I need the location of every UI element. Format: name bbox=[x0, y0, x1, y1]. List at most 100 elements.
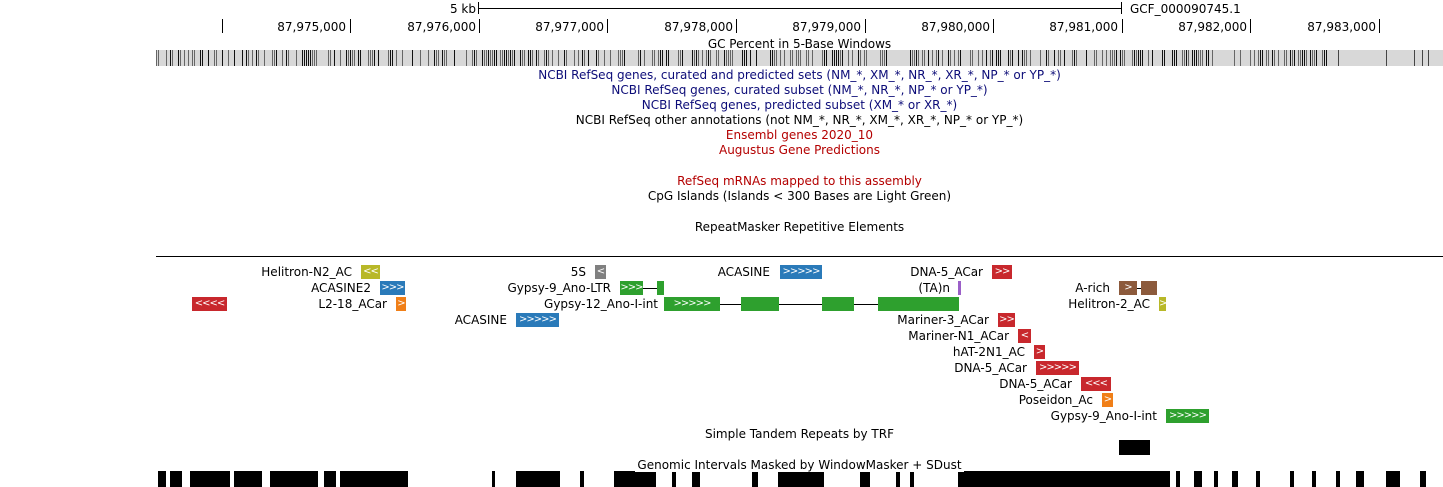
refseq-mrna-track-title[interactable]: RefSeq mRNAs mapped to this assembly bbox=[677, 174, 922, 188]
tandem-repeat-block[interactable] bbox=[1119, 440, 1150, 455]
repeat-element[interactable]: >>> bbox=[620, 281, 643, 295]
repeat-element[interactable] bbox=[741, 297, 779, 311]
gc-window-mark bbox=[524, 50, 525, 66]
masked-interval bbox=[614, 471, 656, 487]
repeat-element[interactable]: < bbox=[595, 265, 606, 279]
masked-interval bbox=[492, 471, 495, 487]
gc-window-mark bbox=[1140, 50, 1141, 66]
repeat-element[interactable]: << bbox=[361, 265, 380, 279]
repeat-element[interactable]: >> bbox=[998, 313, 1015, 327]
gc-window-mark bbox=[588, 50, 589, 66]
gc-window-mark bbox=[800, 50, 801, 66]
gc-window-mark bbox=[1284, 50, 1285, 66]
gc-window-mark bbox=[936, 50, 937, 66]
gc-window-mark bbox=[472, 50, 473, 66]
repeat-element[interactable]: <<<< bbox=[192, 297, 227, 311]
gc-window-mark bbox=[194, 50, 195, 66]
gc-window-mark bbox=[178, 50, 179, 66]
gc-window-mark bbox=[1414, 50, 1415, 66]
gc-window-mark bbox=[644, 50, 645, 66]
refseq-all-track-title[interactable]: NCBI RefSeq genes, curated and predicted… bbox=[538, 68, 1061, 82]
refseq-predicted-track-title[interactable]: NCBI RefSeq genes, predicted subset (XM_… bbox=[641, 98, 958, 112]
gc-window-mark bbox=[1022, 50, 1023, 66]
gc-window-mark bbox=[1174, 50, 1175, 66]
gc-window-mark bbox=[454, 50, 455, 66]
augustus-track-title[interactable]: Augustus Gene Predictions bbox=[718, 143, 880, 157]
gc-window-mark bbox=[990, 50, 991, 66]
gc-window-mark bbox=[514, 50, 515, 66]
gc-window-mark bbox=[170, 50, 171, 66]
repeat-element[interactable]: > bbox=[396, 297, 406, 311]
gc-window-mark bbox=[784, 50, 785, 66]
gc-window-mark bbox=[184, 50, 185, 66]
ensembl-track-title[interactable]: Ensembl genes 2020_10 bbox=[725, 128, 874, 142]
repeat-element[interactable]: >>> bbox=[380, 281, 405, 295]
gc-window-mark bbox=[354, 50, 355, 66]
refseq-curated-track-title[interactable]: NCBI RefSeq genes, curated subset (NM_*,… bbox=[611, 83, 988, 97]
gc-window-mark bbox=[986, 50, 987, 66]
repeat-element[interactable] bbox=[822, 297, 854, 311]
gc-window-mark bbox=[848, 50, 849, 66]
gc-window-mark bbox=[1306, 50, 1307, 66]
gc-window-mark bbox=[1136, 50, 1137, 66]
repeat-element[interactable] bbox=[878, 297, 959, 311]
windowmasker-track-title[interactable]: Genomic Intervals Masked by WindowMasker… bbox=[156, 458, 1443, 472]
gc-window-mark bbox=[388, 50, 389, 66]
windowmasker-intervals[interactable] bbox=[156, 471, 1443, 487]
gc-window-mark bbox=[228, 50, 229, 66]
gc-window-mark bbox=[234, 50, 235, 66]
gc-window-mark bbox=[938, 50, 939, 66]
repeat-element[interactable]: > bbox=[1159, 297, 1166, 311]
repeat-label: Helitron-N2_AC bbox=[261, 265, 352, 279]
gc-window-mark bbox=[692, 50, 693, 66]
gc-window-mark bbox=[996, 50, 997, 66]
cpg-track-title[interactable]: CpG Islands (Islands < 300 Bases are Lig… bbox=[647, 189, 952, 203]
repeat-element[interactable]: > bbox=[1119, 281, 1137, 295]
gc-window-mark bbox=[530, 50, 531, 66]
repeat-element[interactable]: > bbox=[1102, 393, 1113, 407]
repeatmasker-track-title[interactable]: RepeatMasker Repetitive Elements bbox=[694, 220, 905, 234]
gc-window-mark bbox=[282, 50, 283, 66]
gc-window-mark bbox=[358, 50, 359, 66]
repeat-element[interactable]: >>>>> bbox=[780, 265, 822, 279]
repeat-element[interactable]: >>>>> bbox=[1166, 409, 1209, 423]
gc-percent-graph[interactable] bbox=[156, 50, 1443, 66]
gc-window-mark bbox=[1240, 50, 1241, 66]
repeat-element[interactable] bbox=[657, 281, 664, 295]
gc-window-mark bbox=[532, 50, 533, 66]
gc-window-mark bbox=[796, 50, 797, 66]
masked-interval bbox=[692, 471, 700, 487]
gc-window-mark bbox=[992, 50, 993, 66]
gc-window-mark bbox=[640, 50, 641, 66]
ruler-tick bbox=[1379, 19, 1380, 33]
gc-window-mark bbox=[726, 50, 727, 66]
gc-window-mark bbox=[1148, 50, 1149, 66]
gc-window-mark bbox=[500, 50, 501, 66]
repeat-element[interactable]: >> bbox=[992, 265, 1012, 279]
repeat-element[interactable]: >>>>> bbox=[664, 297, 720, 311]
gc-window-mark bbox=[438, 50, 439, 66]
repeat-element[interactable]: <<< bbox=[1081, 377, 1111, 391]
repeat-element[interactable] bbox=[958, 281, 961, 295]
repeat-element[interactable] bbox=[1141, 281, 1157, 295]
repeat-element[interactable]: >>>>> bbox=[516, 313, 559, 327]
gc-window-mark bbox=[1258, 50, 1259, 66]
gc-window-mark bbox=[564, 50, 565, 66]
repeat-element[interactable]: > bbox=[1034, 345, 1045, 359]
repeat-element[interactable]: < bbox=[1018, 329, 1031, 343]
repeat-label: (TA)n bbox=[918, 281, 950, 295]
gc-window-mark bbox=[1054, 50, 1055, 66]
repeat-label: DNA-5_ACar bbox=[910, 265, 983, 279]
gc-window-mark bbox=[296, 50, 297, 66]
gc-window-mark bbox=[316, 50, 317, 66]
gc-percent-track-title[interactable]: GC Percent in 5-Base Windows bbox=[707, 37, 892, 51]
trf-track-title[interactable]: Simple Tandem Repeats by TRF bbox=[704, 427, 894, 441]
gc-window-mark bbox=[618, 50, 619, 66]
gc-window-mark bbox=[1212, 50, 1213, 66]
refseq-other-track-title[interactable]: NCBI RefSeq other annotations (not NM_*,… bbox=[575, 113, 1024, 127]
repeat-label: ACASINE bbox=[717, 265, 770, 279]
gc-window-mark bbox=[502, 50, 503, 66]
gc-window-mark bbox=[428, 50, 429, 66]
gc-window-mark bbox=[1076, 50, 1077, 66]
repeat-element[interactable]: >>>>> bbox=[1036, 361, 1079, 375]
